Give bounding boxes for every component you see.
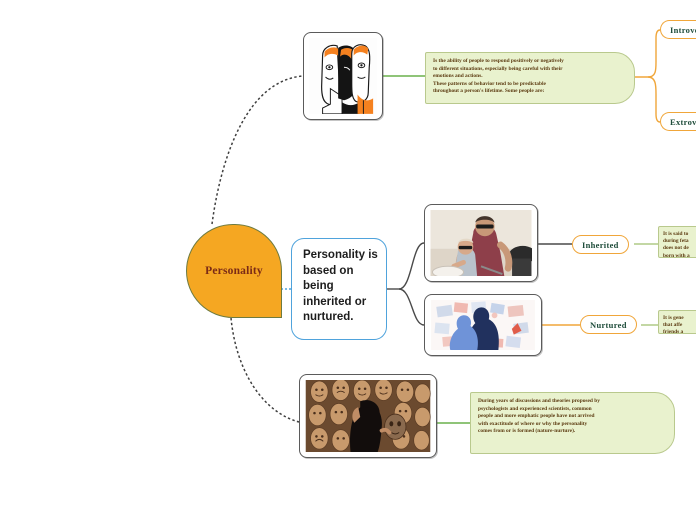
node-extrovert[interactable]: Extrovert — [660, 112, 696, 131]
image-wall-of-masks[interactable] — [299, 374, 437, 458]
dual-faces-illustration — [309, 38, 377, 114]
note-conclusion-text: During years of discussions and theories… — [478, 398, 600, 435]
note-inherited-text: It is said to during feta does not de bo… — [663, 231, 690, 258]
note-inherited: It is said to during feta does not de bo… — [658, 226, 696, 258]
node-introvert[interactable]: Introvert — [660, 20, 696, 39]
main-branch-label: Personality is based on being inherited … — [303, 249, 378, 323]
wire-main-branch-to-nurtured-image — [398, 288, 425, 326]
wire-note-to-extrovert — [647, 76, 661, 123]
wire-main-branch-to-inherited-image — [398, 242, 425, 290]
wall-of-masks-photo — [305, 380, 431, 452]
node-inherited-label: Inherited — [582, 239, 619, 250]
wire-root-to-top-image — [211, 75, 304, 225]
node-inherited[interactable]: Inherited — [572, 235, 629, 254]
root-node-personality[interactable]: Personality — [186, 224, 282, 318]
node-extrovert-label: Extrovert — [670, 116, 696, 127]
root-node-label: Personality — [205, 265, 263, 277]
note-nurtured: It is gene that affe friends a — [658, 310, 696, 334]
node-nurtured-label: Nurtured — [590, 319, 627, 330]
image-father-and-child[interactable] — [424, 204, 538, 282]
father-and-child-photo — [430, 210, 532, 276]
note-nurtured-text: It is gene that affe friends a — [663, 315, 684, 334]
note-definition: Is the ability of people to respond posi… — [425, 52, 635, 104]
node-nurtured[interactable]: Nurtured — [580, 315, 637, 334]
main-branch-node[interactable]: Personality is based on being inherited … — [291, 238, 387, 340]
wire-root-to-bottom-image — [230, 317, 300, 423]
wire-note-to-introvert — [635, 29, 661, 78]
image-dual-faces[interactable] — [303, 32, 383, 120]
note-definition-text: Is the ability of people to respond posi… — [433, 58, 564, 95]
note-conclusion: During years of discussions and theories… — [470, 392, 675, 454]
node-introvert-label: Introvert — [670, 24, 696, 35]
image-social-collage[interactable] — [424, 294, 542, 356]
social-collage-illustration — [431, 300, 535, 350]
